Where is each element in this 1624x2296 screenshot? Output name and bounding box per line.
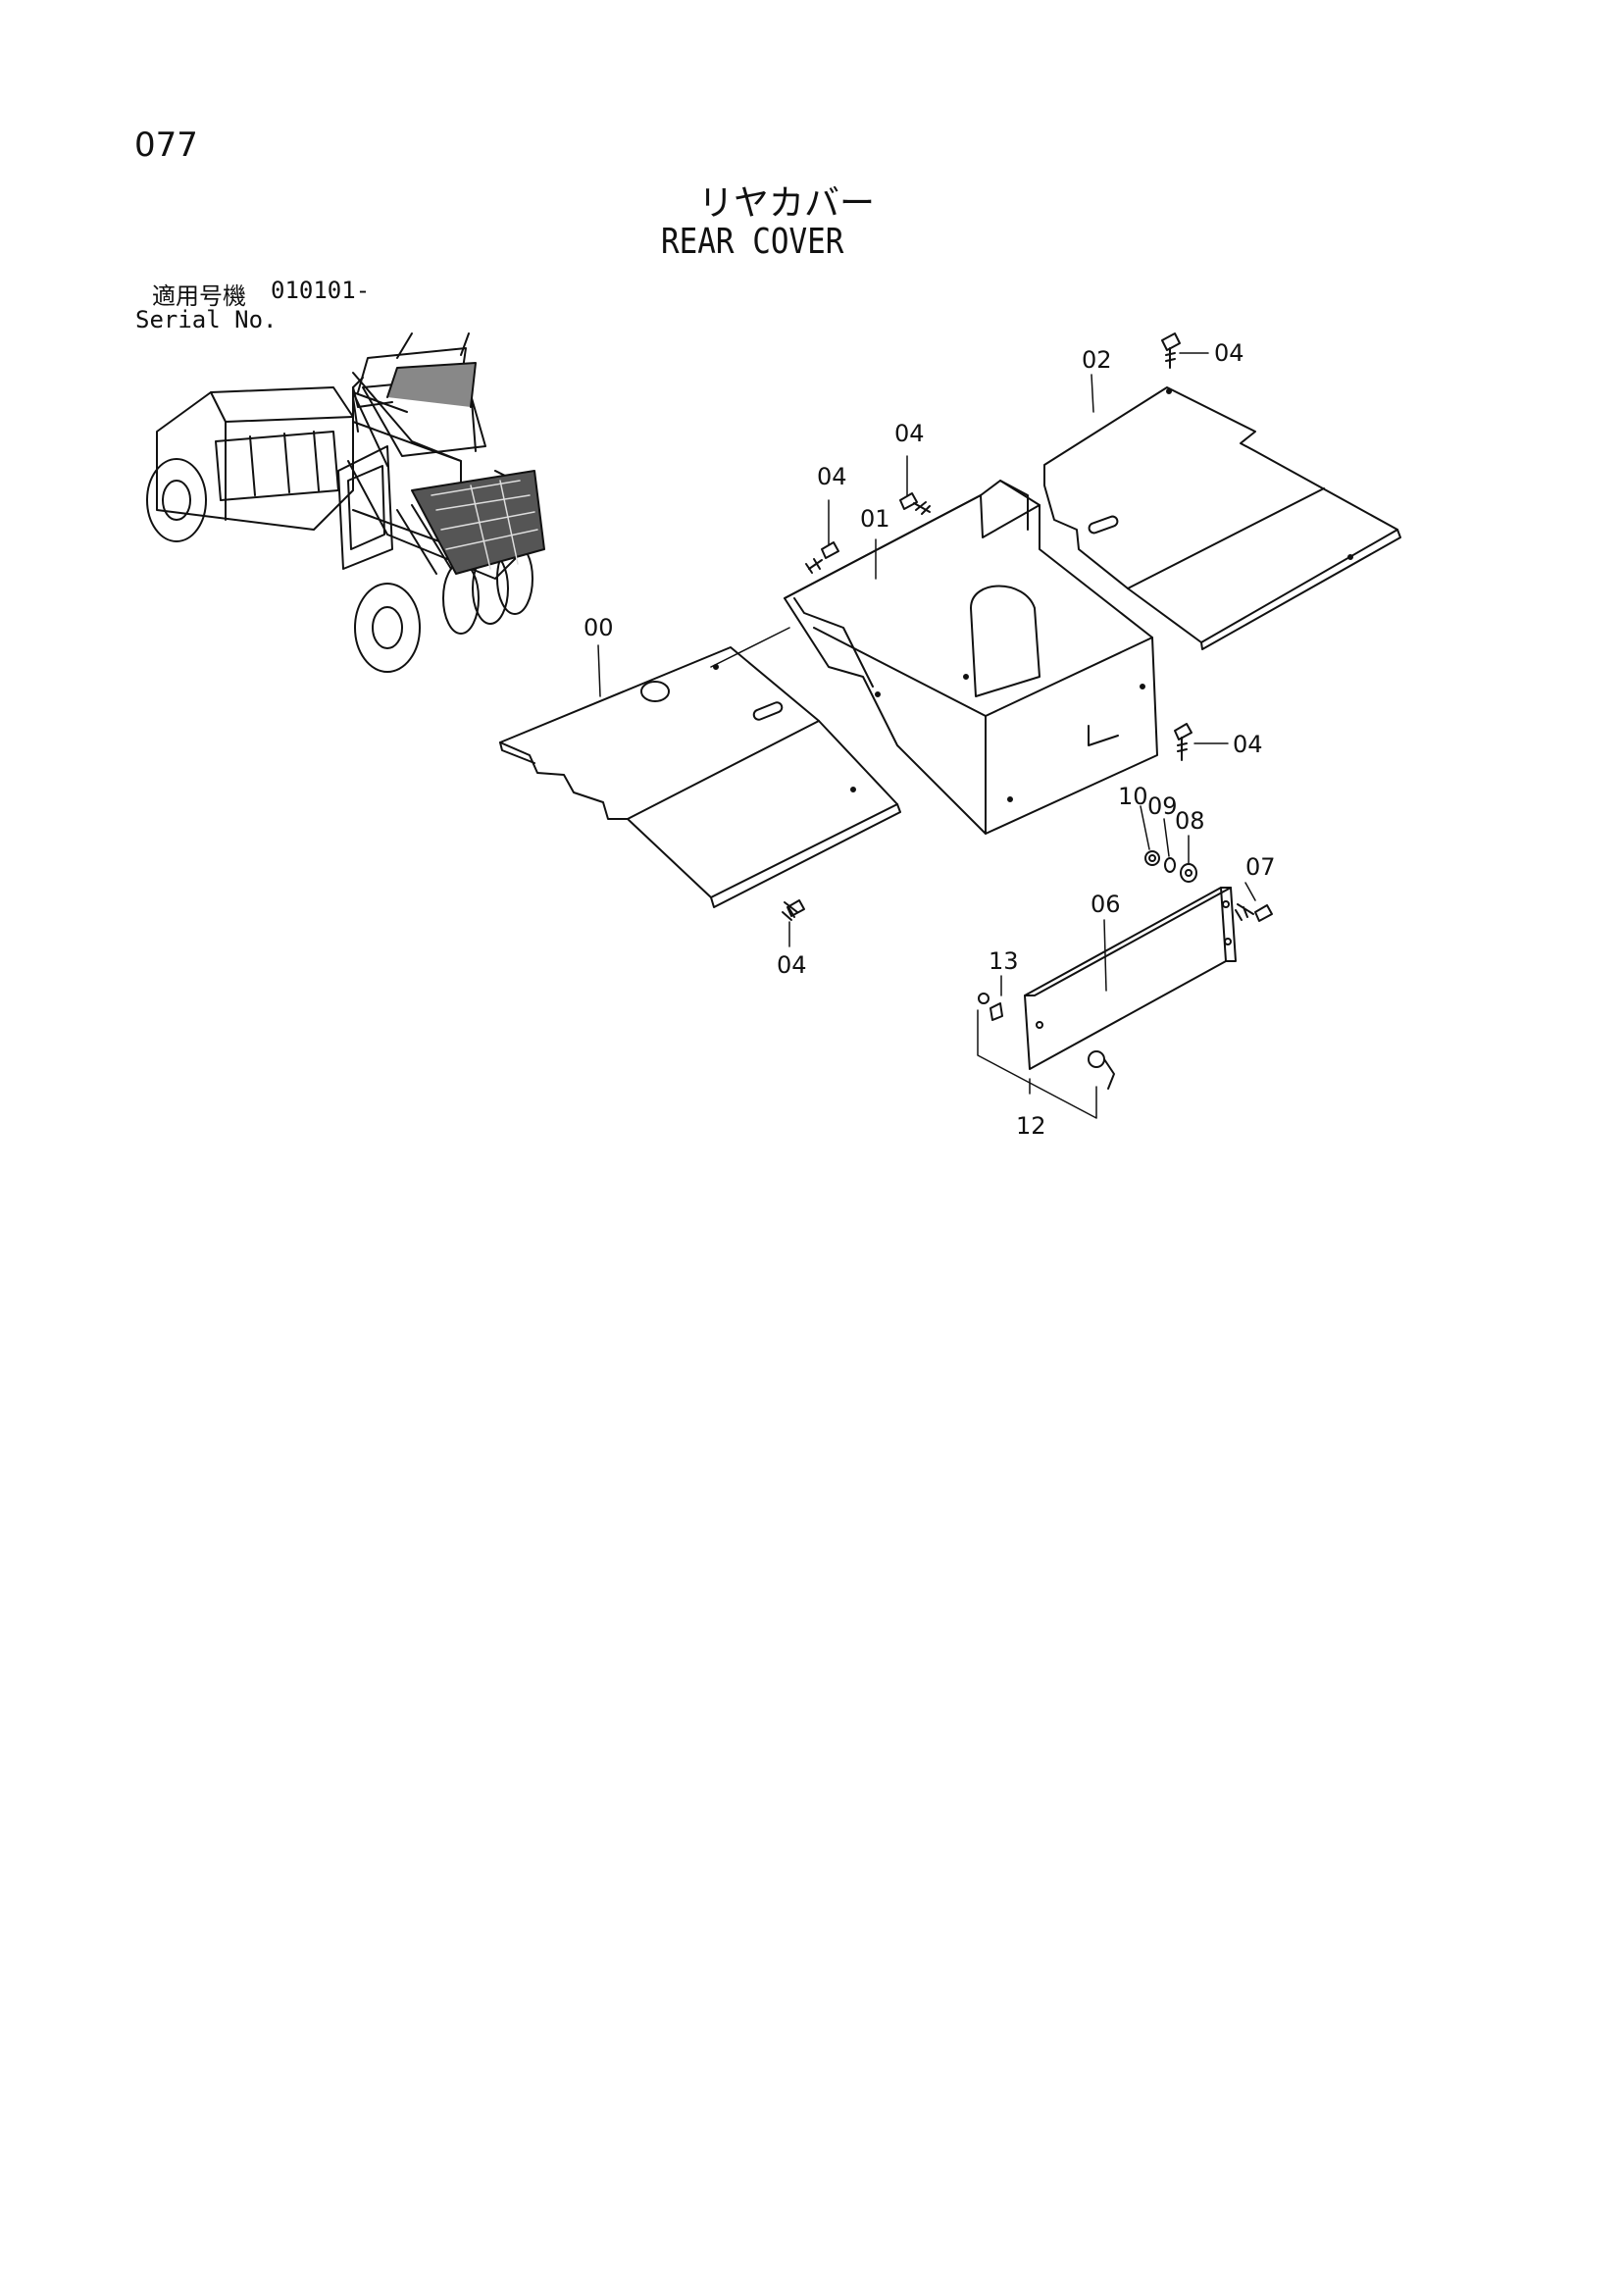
part-06-side-panel xyxy=(1024,887,1237,1070)
callout-04: 04 xyxy=(894,420,925,447)
page-number: 077 xyxy=(134,126,198,165)
callout-04: 04 xyxy=(817,463,847,490)
callout-10: 10 xyxy=(1118,783,1148,810)
latch-icon xyxy=(978,993,1003,1021)
latch-key-icon xyxy=(1088,1050,1115,1090)
callout-00: 00 xyxy=(584,614,614,641)
bolt-icon xyxy=(899,492,931,515)
page-title: REAR COVER xyxy=(661,222,844,262)
page-title-japanese: リヤカバー xyxy=(698,183,876,224)
part-02-upper-cover xyxy=(1043,386,1401,650)
leader-lines xyxy=(597,352,1256,1119)
callout-04: 04 xyxy=(777,951,807,979)
callout-02: 02 xyxy=(1082,346,1112,374)
bolt-icon xyxy=(1235,903,1273,922)
serial-number: 010101- xyxy=(271,277,371,304)
bolt-icon xyxy=(805,541,839,574)
callout-06: 06 xyxy=(1091,891,1121,918)
machine-overview-illustration xyxy=(146,332,545,673)
callout-09: 09 xyxy=(1147,792,1178,820)
bolt-icon xyxy=(782,899,805,921)
nut-icon xyxy=(1144,850,1160,866)
part-00-left-cover xyxy=(499,646,901,908)
bolt-icon xyxy=(1161,332,1181,369)
washer-icon xyxy=(1180,863,1197,883)
washer-icon xyxy=(1164,857,1176,873)
callout-07: 07 xyxy=(1245,853,1276,881)
callout-01: 01 xyxy=(860,505,890,533)
callout-12: 12 xyxy=(1016,1112,1046,1140)
bolt-icon xyxy=(1174,723,1193,761)
callout-08: 08 xyxy=(1175,807,1205,835)
callout-04: 04 xyxy=(1233,731,1263,758)
bolt-hardware xyxy=(782,332,1273,1090)
part-01-center-box xyxy=(784,480,1158,835)
callout-labels: 02 04 04 04 01 00 04 04 10 09 08 07 06 1… xyxy=(584,339,1276,1140)
serial-label: Serial No. xyxy=(135,306,278,333)
callout-04: 04 xyxy=(1214,339,1244,367)
serial-label-japanese: 適用号機 xyxy=(152,282,246,310)
callout-13: 13 xyxy=(989,947,1019,975)
